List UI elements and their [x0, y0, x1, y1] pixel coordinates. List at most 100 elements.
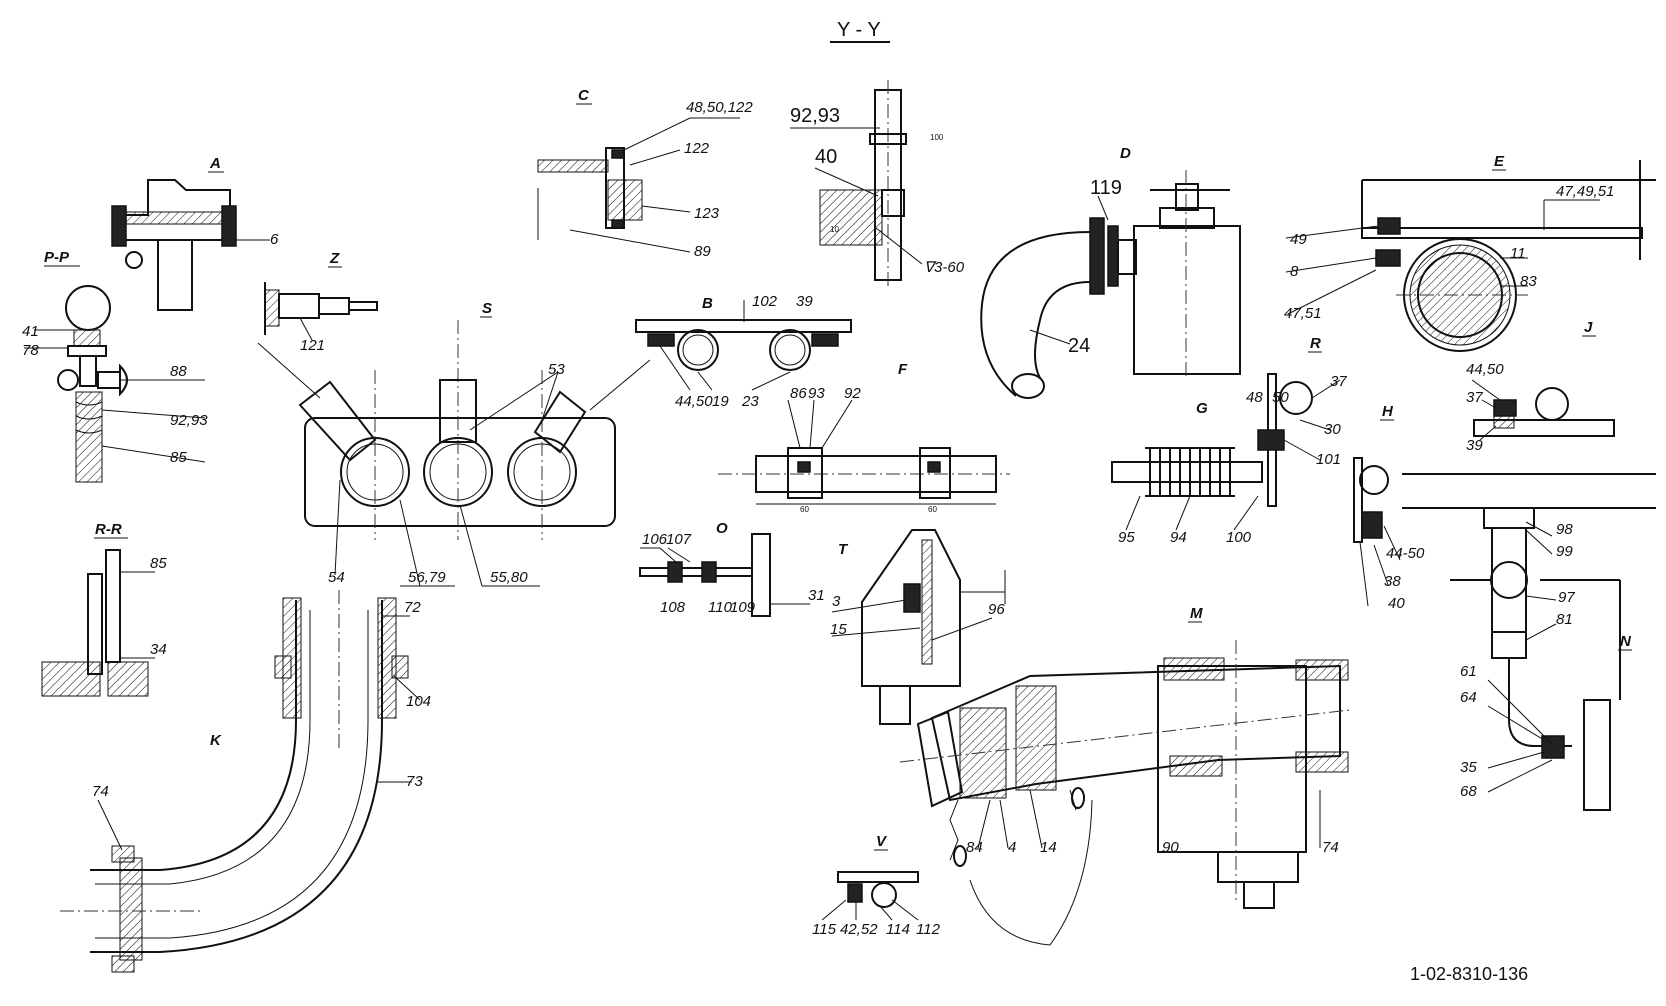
label-h-97: 97 [1558, 589, 1575, 606]
label-92-93-top: 92,93 [790, 105, 840, 127]
label-f-92: 92 [844, 385, 861, 402]
view-label-o: O [716, 520, 728, 537]
label-n-35: 35 [1460, 759, 1477, 776]
dim-10: 10 [830, 225, 839, 234]
dim-100: 100 [930, 133, 944, 142]
label-o-107: 107 [666, 531, 692, 548]
label-v-112: 112 [916, 921, 941, 938]
view-label-t: T [838, 541, 849, 558]
label-k-73: 73 [406, 773, 423, 790]
view-label-r: R [1310, 335, 1321, 352]
dim-f-60b: 60 [928, 505, 937, 514]
label-r-50: 50 [1272, 389, 1289, 406]
label-g-100: 100 [1226, 529, 1252, 546]
view-label-c: C [578, 87, 590, 104]
label-v-42-52: 42,52 [840, 921, 878, 938]
label-h-40: 40 [1388, 595, 1405, 612]
label-e-47-51: 47,51 [1284, 305, 1322, 322]
label-k-74: 74 [92, 783, 109, 800]
label-v-114: 114 [886, 921, 910, 938]
label-n-64: 64 [1460, 689, 1477, 706]
label-b-44-50: 44,50 [675, 393, 713, 410]
label-c-123: 123 [694, 205, 720, 222]
drawing-number: 1-02-8310-136 [1410, 964, 1528, 984]
label-o-106: 106 [642, 531, 668, 548]
view-label-z: Z [329, 250, 340, 267]
label-c-122: 122 [684, 140, 710, 157]
view-g: G 95 94 100 [1111, 400, 1263, 546]
label-e-83: 83 [1520, 273, 1537, 290]
label-j-44-50: 44,50 [1466, 361, 1504, 378]
label-r-48: 48 [1246, 389, 1263, 406]
view-label-n: N [1620, 633, 1632, 650]
label-o-109: 109 [730, 599, 756, 616]
label-o-31: 31 [808, 587, 825, 604]
view-label-rr: R-R [95, 521, 122, 538]
label-h-44-50: 44-50 [1386, 545, 1425, 562]
label-h-98: 98 [1556, 521, 1573, 538]
label-k-104: 104 [406, 693, 431, 710]
label-n-68: 68 [1460, 783, 1477, 800]
label-c-89: 89 [694, 243, 711, 260]
label-m-90: 90 [1162, 839, 1179, 856]
view-label-pp: P-P [44, 249, 70, 266]
label-rr-85: 85 [150, 555, 167, 572]
label-d-119: 119 [1090, 177, 1122, 199]
view-t: T 3 15 96 [830, 529, 1006, 725]
label-b-19: 19 [712, 393, 729, 410]
label-a-6: 6 [270, 231, 279, 248]
view-label-e: E [1494, 153, 1505, 170]
view-label-g: G [1196, 400, 1208, 417]
view-label-s: S [482, 300, 492, 317]
label-3-60: ∇3-60 [924, 259, 965, 276]
dim-f-60a: 60 [800, 505, 809, 514]
label-v-115: 115 [812, 921, 837, 938]
label-n-61: 61 [1460, 663, 1477, 680]
view-d: D 119 24 [980, 145, 1241, 399]
label-m-84: 84 [966, 839, 983, 856]
view-pipe-clamp: 92,93 40 ∇3-60 10 100 [790, 80, 965, 290]
label-pp-85: 85 [170, 449, 187, 466]
view-p-p: P-P 41 78 88 92,93 85 [22, 249, 208, 483]
label-b-39: 39 [796, 293, 813, 310]
view-label-f: F [898, 361, 908, 378]
section-title: Y - Y [830, 19, 890, 43]
label-c-48-50-122: 48,50,122 [686, 99, 753, 116]
label-g-95: 95 [1118, 529, 1135, 546]
label-pp-41: 41 [22, 323, 39, 340]
label-j-37: 37 [1466, 389, 1483, 406]
view-a: A 6 [111, 155, 279, 311]
label-b-102: 102 [752, 293, 778, 310]
label-o-110: 110 [708, 599, 733, 616]
view-label-h: H [1382, 403, 1394, 420]
view-o: O 106 107 108 110 109 31 [639, 520, 825, 617]
label-40-top: 40 [815, 146, 837, 168]
view-k: K 72 104 73 74 [60, 590, 431, 973]
view-label-a: A [209, 155, 221, 172]
view-label-m: M [1190, 605, 1203, 622]
label-s-55-80: 55,80 [490, 569, 528, 586]
label-o-108: 108 [660, 599, 686, 616]
view-b: B 102 39 44,50 19 23 [635, 293, 852, 410]
label-j-39: 39 [1466, 437, 1483, 454]
view-m: M 84 4 14 90 74 [899, 605, 1351, 946]
label-g-94: 94 [1170, 529, 1187, 546]
label-s-54: 54 [328, 569, 345, 586]
label-m-14: 14 [1040, 839, 1057, 856]
view-f: F 86 93 92 60 60 [718, 361, 1010, 514]
label-pp-88: 88 [170, 363, 187, 380]
view-label-d: D [1120, 145, 1131, 162]
view-j: J 44,50 37 39 [1466, 319, 1615, 454]
label-h-99: 99 [1556, 543, 1573, 560]
view-v: V 115 42,52 114 112 [812, 833, 941, 938]
view-label-v: V [876, 833, 888, 850]
label-r-30: 30 [1324, 421, 1341, 438]
view-label-k: K [210, 732, 222, 749]
label-e-47-49-51: 47,49,51 [1556, 183, 1614, 200]
view-z: Z 121 [264, 250, 378, 354]
label-t-15: 15 [830, 621, 847, 638]
label-m-74: 74 [1322, 839, 1339, 856]
view-c: C 48,50,122 122 123 89 [537, 87, 753, 260]
label-e-11: 11 [1510, 245, 1526, 262]
